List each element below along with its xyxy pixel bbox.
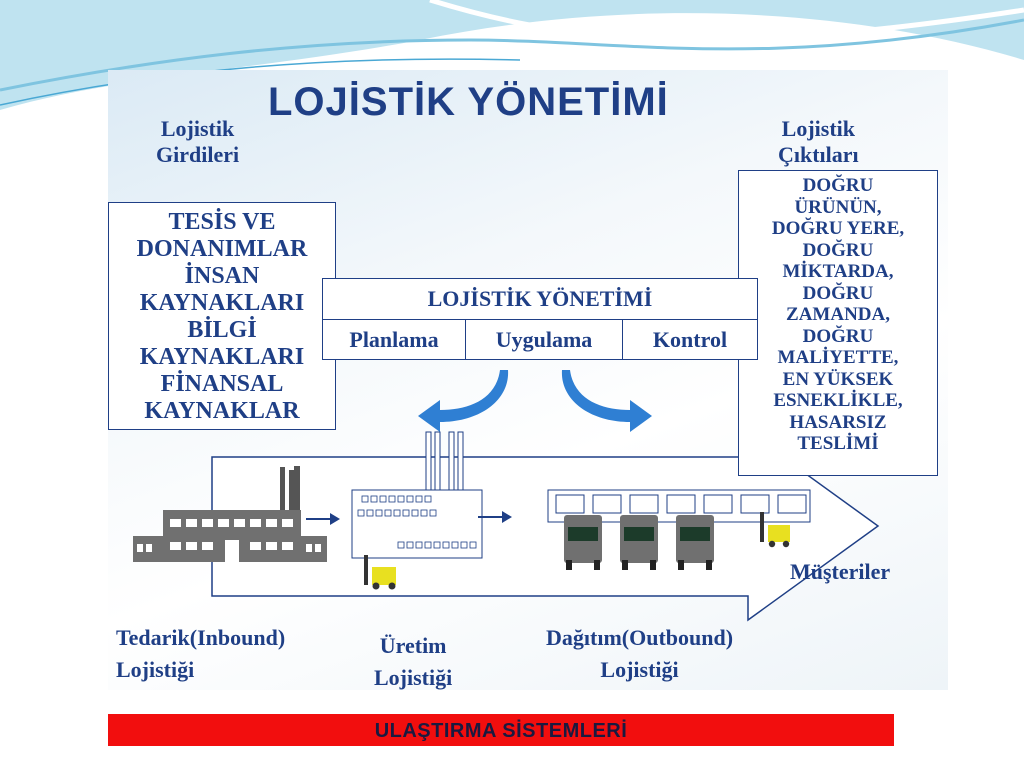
step-execution: Uygulama <box>466 320 623 359</box>
logistics-outputs-box: DOĞRU ÜRÜNÜN, DOĞRU YERE, DOĞRU MİKTARDA… <box>738 170 938 476</box>
inputs-heading: Lojistik Girdileri <box>156 116 240 167</box>
step-planning: Planlama <box>323 320 466 359</box>
inbound-label: Tedarik(Inbound) Lojistiği <box>116 625 286 682</box>
footer-text: ULAŞTIRMA SİSTEMLERİ <box>374 720 628 742</box>
forklift-icon-2 <box>760 512 790 548</box>
management-title: LOJİSTİK YÖNETİMİ <box>323 279 757 320</box>
step-control: Kontrol <box>652 327 728 352</box>
truck-icon-3 <box>676 515 714 570</box>
outbound-label: Dağıtım(Outbound) Lojistiği <box>546 625 734 682</box>
page-title: LOJİSTİK YÖNETİMİ <box>268 80 669 124</box>
production-plant-icon <box>351 431 483 559</box>
logistics-inputs-box: TESİS VE DONANIMLAR İNSAN KAYNAKLARI BİL… <box>108 202 336 430</box>
production-label: Üretim Lojistiği <box>374 633 453 690</box>
supply-chain-graphic <box>133 370 880 622</box>
logistics-management-box: LOJİSTİK YÖNETİMİ Planlama Uygulama Kont… <box>322 278 758 360</box>
header-swoosh <box>0 0 1024 110</box>
outputs-heading: Lojistik Çıktıları <box>778 116 859 167</box>
arrow-to-production <box>306 513 340 525</box>
customers-label: Müşteriler <box>790 559 891 584</box>
curved-arrow-left <box>418 370 509 432</box>
truck-icon-2 <box>620 515 658 570</box>
arrow-to-distribution <box>478 511 512 523</box>
truck-icon-1 <box>564 515 602 570</box>
footer-banner: ULAŞTIRMA SİSTEMLERİ <box>108 714 894 746</box>
forklift-icon-1 <box>364 555 396 590</box>
diagram-slide: LOJİSTİK YÖNETİMİ Lojistik Girdileri Loj… <box>108 70 948 690</box>
factory-icon <box>133 466 327 562</box>
curved-arrow-right <box>561 370 652 432</box>
